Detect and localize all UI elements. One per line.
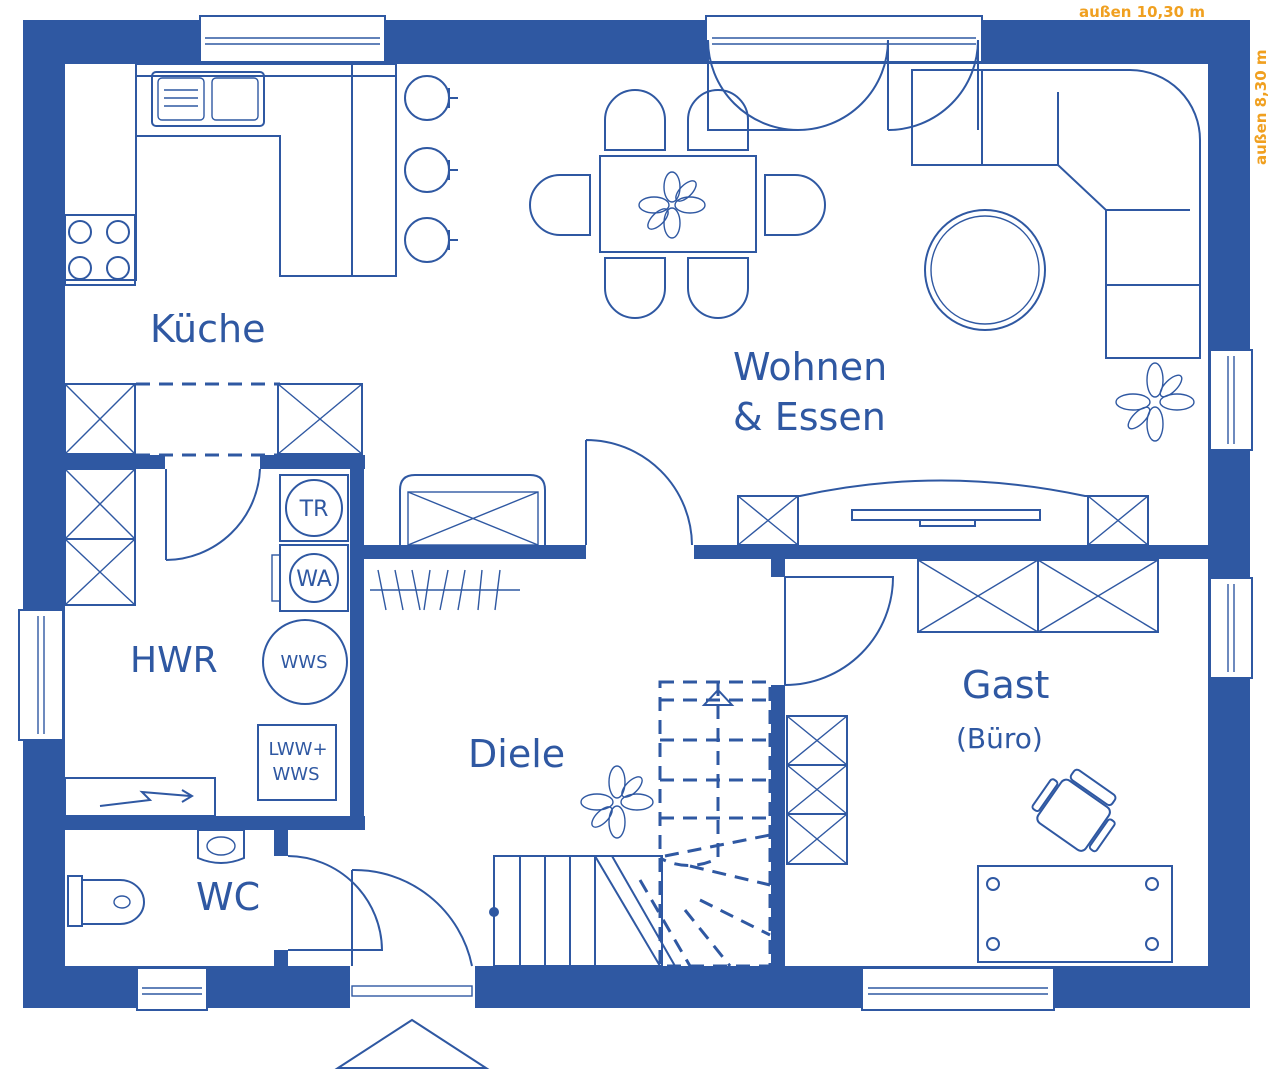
fixture-label-water-heater: WWS bbox=[280, 652, 327, 673]
kitchen-furniture bbox=[64, 63, 458, 457]
fixture-label-heat-pump-line2: WWS bbox=[272, 764, 319, 785]
room-label-utility: HWR bbox=[130, 640, 218, 681]
room-label-guest-sub: (Büro) bbox=[956, 722, 1043, 755]
dining-set bbox=[529, 89, 826, 319]
interior-walls bbox=[65, 455, 1208, 966]
dimension-depth: außen 8,30 m bbox=[1252, 49, 1270, 165]
outer-walls bbox=[23, 20, 1250, 1008]
fixture-label-heat-pump: LWW+ bbox=[268, 739, 327, 760]
coat-rack bbox=[370, 569, 520, 611]
dimension-width: außen 10,30 m bbox=[1079, 3, 1205, 21]
staircase bbox=[489, 680, 772, 968]
room-label-living: Wohnen bbox=[733, 345, 887, 389]
utility-fixtures bbox=[64, 468, 349, 817]
living-furniture bbox=[737, 69, 1201, 546]
windows bbox=[18, 15, 1253, 1011]
labels: Küche Wohnen & Essen HWR Diele Gast (Bür… bbox=[130, 3, 1270, 919]
hall-cabinet bbox=[399, 474, 546, 546]
room-label-guest: Gast bbox=[962, 663, 1049, 707]
room-label-kitchen: Küche bbox=[150, 307, 265, 351]
room-label-wc: WC bbox=[196, 875, 260, 919]
entrance-marker bbox=[334, 1018, 490, 1069]
fixture-label-dryer: TR bbox=[299, 497, 329, 522]
room-label-living-line2: & Essen bbox=[733, 395, 886, 439]
wc-fixtures bbox=[67, 829, 245, 927]
guest-furniture bbox=[786, 559, 1173, 963]
fixture-label-washer: WA bbox=[296, 567, 332, 592]
room-label-hall: Diele bbox=[468, 732, 565, 776]
doors bbox=[165, 39, 979, 967]
